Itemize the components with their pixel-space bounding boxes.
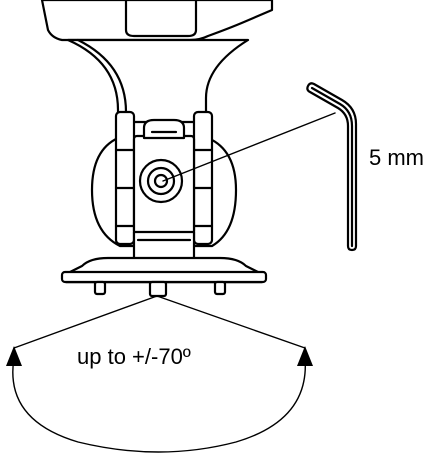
swivel-head	[90, 110, 238, 266]
bracket-arm	[66, 38, 250, 124]
hex-key-icon	[306, 82, 358, 252]
rotation-arc-arrows-icon	[6, 295, 313, 453]
rotation-range-label: up to +/-70º	[77, 344, 191, 369]
wrench-leader-line	[162, 112, 336, 182]
wrench-size-label: 5 mm	[369, 145, 424, 170]
wall-plate	[40, 0, 274, 42]
speaker-plate	[60, 256, 268, 298]
